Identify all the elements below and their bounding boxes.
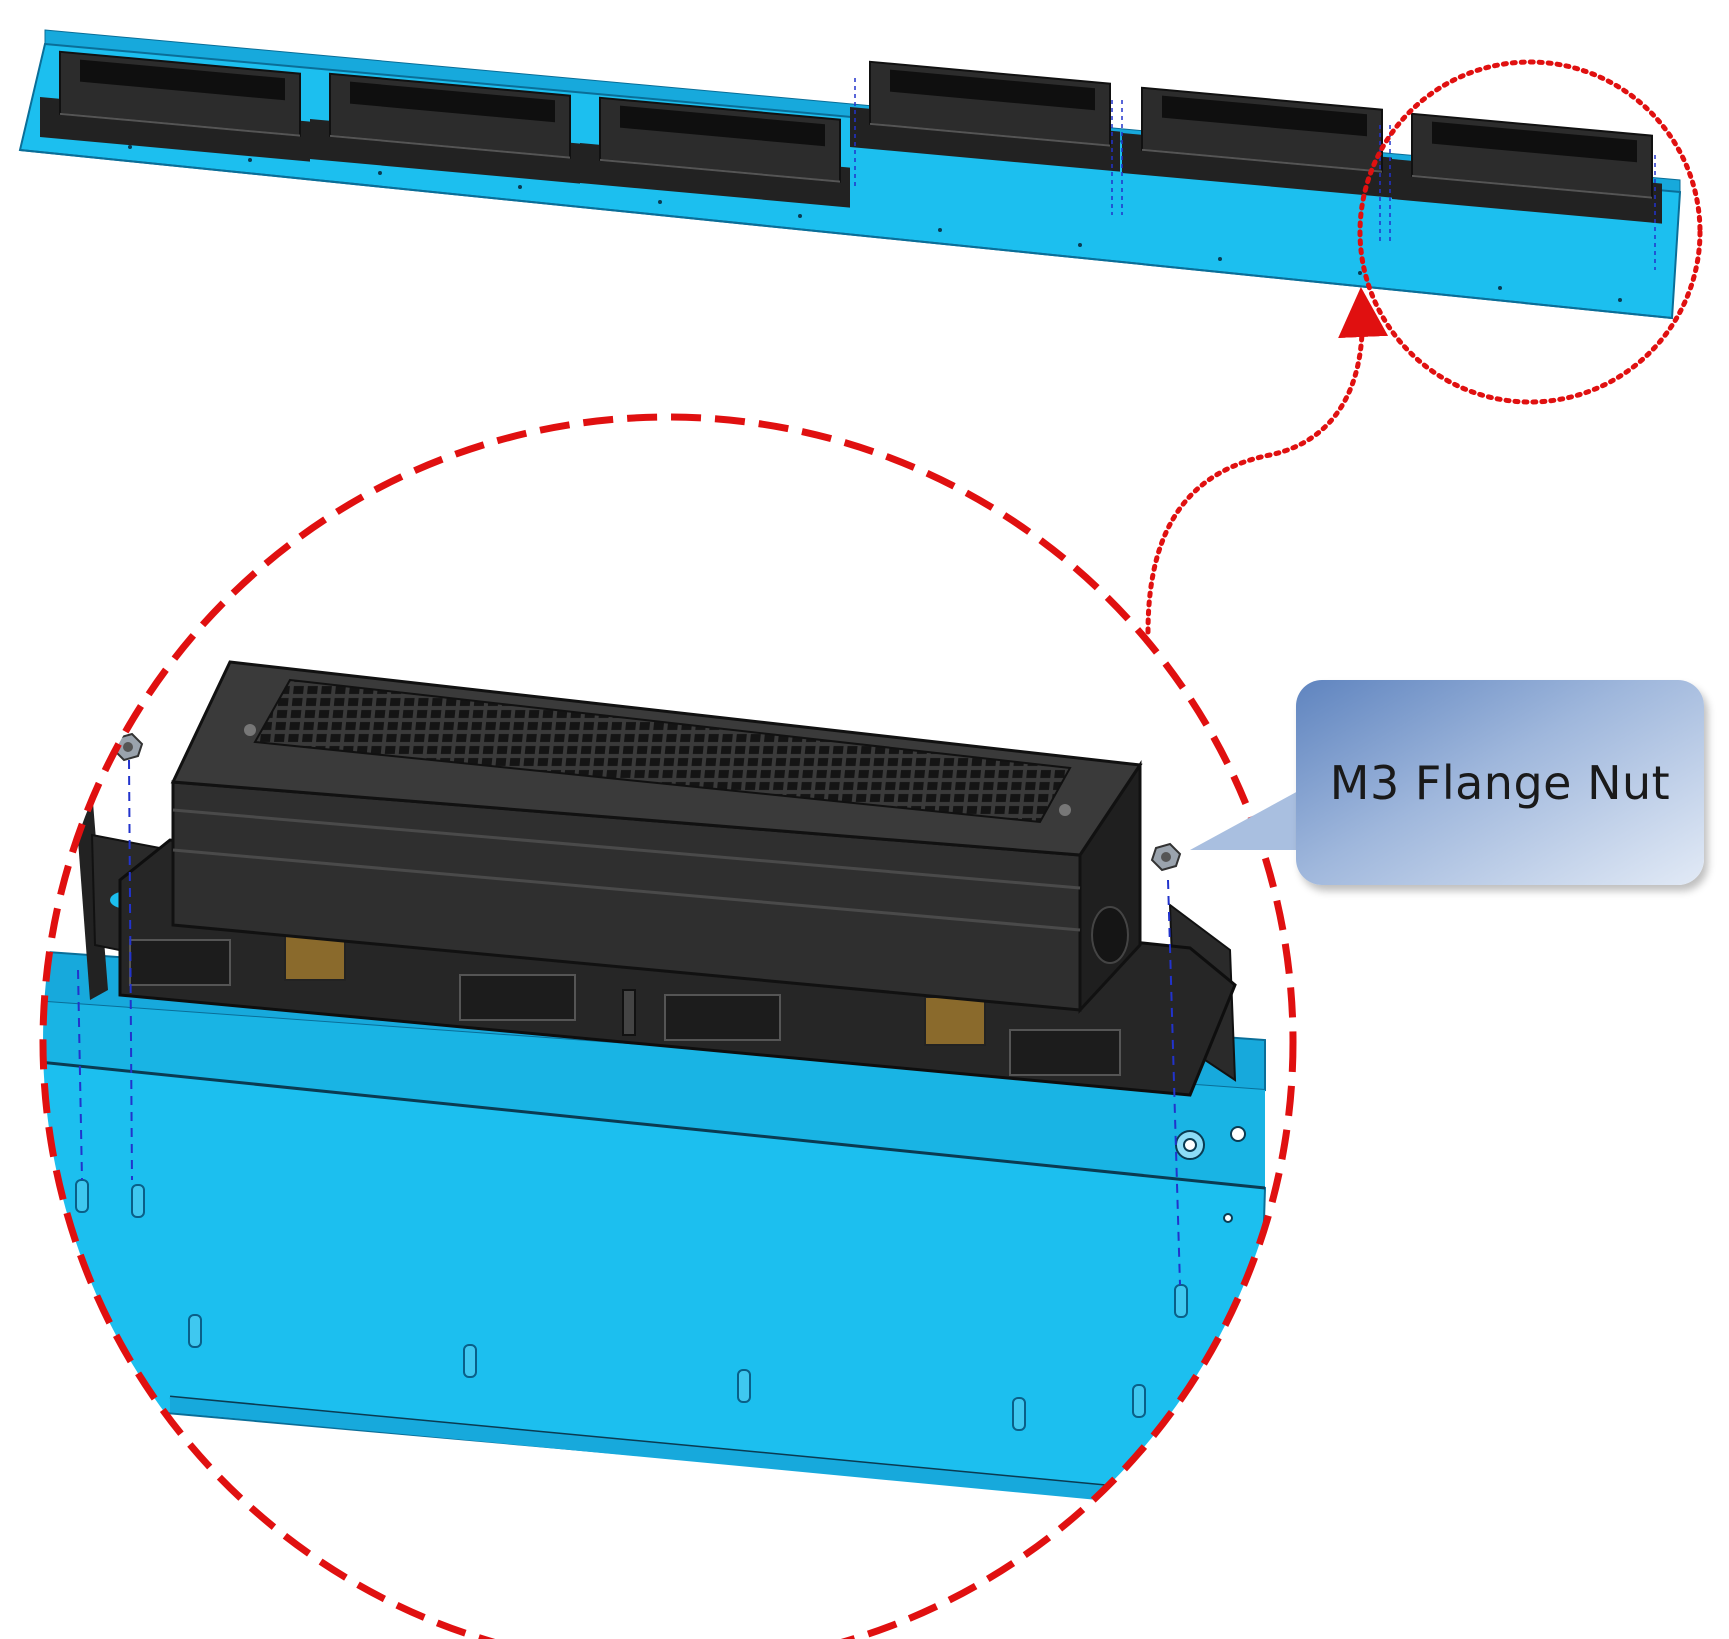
highlight-circle (1357, 59, 1703, 405)
overview-fastener-guides (854, 78, 1656, 270)
detail-panel-holes (1175, 1126, 1246, 1223)
zoom-circle (39, 413, 1297, 1639)
callout-label: M3 Flange Nut (1329, 755, 1671, 810)
vent-grill (253, 678, 1072, 824)
overview-unit-2 (310, 72, 580, 184)
overview-unit-1 (40, 50, 310, 162)
zoom-detail (43, 417, 1293, 1639)
overview-unit-3 (580, 96, 850, 208)
rail-holes (128, 145, 1622, 302)
detail-fastener-guides (77, 759, 1181, 1286)
callout-box: M3 Flange Nut (1296, 680, 1704, 885)
overview-unit-5 (1122, 86, 1392, 198)
overview-rail (18, 29, 1682, 320)
overview-unit-4 (850, 60, 1120, 172)
leader-arrow (1145, 287, 1389, 635)
connector-headers (129, 939, 1121, 1076)
flange-nut-icon (1150, 842, 1182, 872)
detail-studs (75, 1179, 1188, 1431)
center-post (622, 989, 636, 1036)
callout-pointer (1190, 790, 1300, 850)
overview-unit-6 (1392, 112, 1662, 224)
